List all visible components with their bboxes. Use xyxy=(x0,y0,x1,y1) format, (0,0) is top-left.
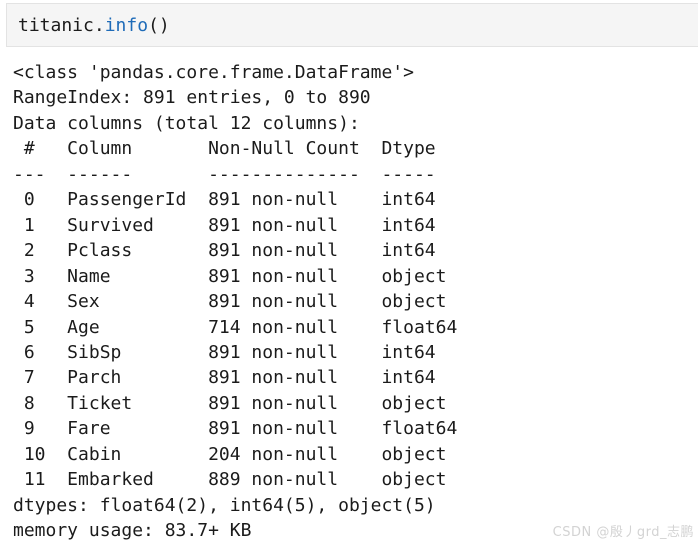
code-object-text: titanic. xyxy=(18,14,105,36)
output-line: 11 Embarked 889 non-null object xyxy=(13,469,447,491)
csdn-watermark: CSDN @殷丿grd_志鹏 xyxy=(552,525,694,540)
output-line: RangeIndex: 891 entries, 0 to 890 xyxy=(13,87,371,109)
output-line: 9 Fare 891 non-null float64 xyxy=(13,418,458,440)
output-line: 8 Ticket 891 non-null object xyxy=(13,392,447,414)
output-line: 7 Parch 891 non-null int64 xyxy=(13,367,436,389)
output-line: 5 Age 714 non-null float64 xyxy=(13,316,458,338)
output-line: 0 PassengerId 891 non-null int64 xyxy=(13,189,436,211)
dataframe-info-output: <class 'pandas.core.frame.DataFrame'> Ran… xyxy=(13,60,457,544)
output-line: 4 Sex 891 non-null object xyxy=(13,291,447,313)
output-line: <class 'pandas.core.frame.DataFrame'> xyxy=(13,62,414,83)
code-cell[interactable]: titanic.info() xyxy=(6,3,698,47)
code-method-text: info xyxy=(104,14,149,36)
output-line: memory usage: 83.7+ KB xyxy=(13,520,252,542)
output-line: 6 SibSp 891 non-null int64 xyxy=(13,341,436,363)
output-line: # Column Non-Null Count Dtype xyxy=(13,138,436,160)
output-line: --- ------ -------------- ----- xyxy=(13,163,436,185)
output-line: Data columns (total 12 columns): xyxy=(13,112,360,134)
output-line: 2 Pclass 891 non-null int64 xyxy=(13,240,436,262)
code-parens-text: () xyxy=(148,14,170,36)
output-line: 3 Name 891 non-null object xyxy=(13,265,447,287)
output-line: dtypes: float64(2), int64(5), object(5) xyxy=(13,494,436,516)
output-line: 10 Cabin 204 non-null object xyxy=(13,443,447,465)
output-line: 1 Survived 891 non-null int64 xyxy=(13,214,436,236)
